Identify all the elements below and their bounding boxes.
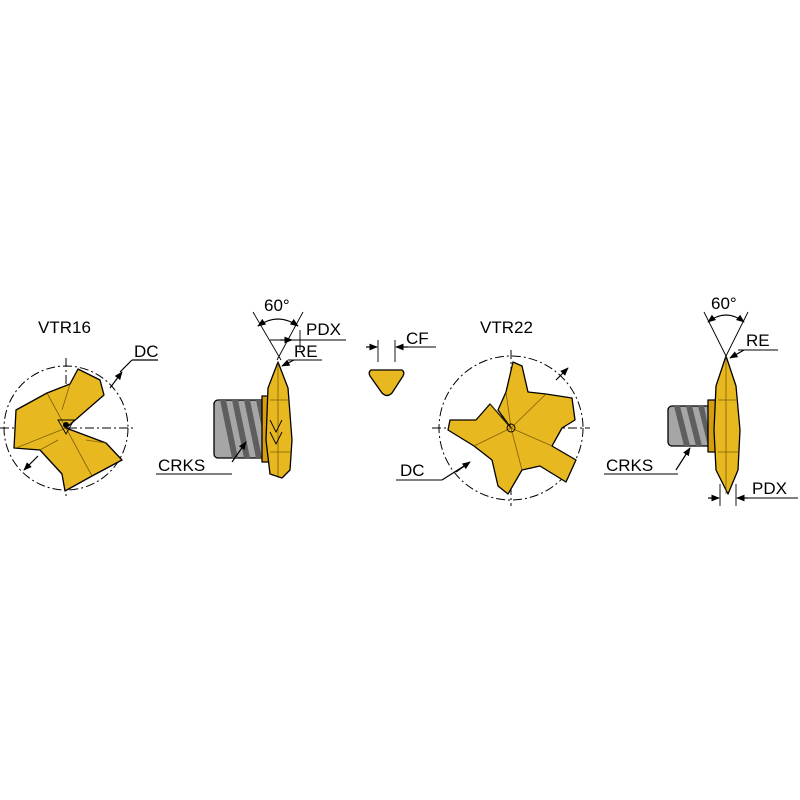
- vtr16-front-view: VTR16 DC: [0, 318, 159, 496]
- vtr16-angle-label: 60°: [264, 296, 290, 315]
- vtr22-re-label: RE: [746, 331, 770, 350]
- vtr22-dc-arrow-top: [555, 367, 569, 381]
- vtr16-re-label: RE: [294, 342, 318, 361]
- vtr16-dc-label: DC: [134, 342, 159, 361]
- vtr16-re-arrow: [281, 359, 295, 367]
- vtr22-re-arrow: [729, 349, 745, 359]
- cf-tip-profile: [368, 369, 405, 397]
- vtr22-facet-lines: [473, 391, 553, 471]
- vtr22-blade-profile: [713, 355, 741, 495]
- vtr22-side-view: 60° RE CRKS PDX: [604, 294, 798, 506]
- vtr22-angle-arc: [707, 314, 745, 323]
- vtr16-model-label: VTR16: [38, 318, 91, 337]
- vtr22-pdx-label: PDX: [752, 479, 787, 498]
- vtr22-model-label: VTR22: [480, 318, 533, 337]
- vtr16-chevron-marks: [269, 419, 283, 446]
- vtr22-front-view: VTR22 DC: [396, 318, 590, 506]
- cf-label: CF: [406, 329, 429, 348]
- vtr22-dc-label: DC: [400, 461, 425, 480]
- vtr16-facet-lines: [15, 383, 107, 477]
- vtr16-dc-leader: [119, 359, 133, 373]
- vtr16-side-view: 60° PDX RE CRKS: [156, 296, 346, 479]
- vtr16-dc-arrow-top: [109, 371, 123, 389]
- vtr22-insert-body: [447, 361, 577, 495]
- vtr16-angle-arc: [257, 318, 299, 327]
- cf-profile-view: CF: [366, 329, 436, 397]
- vtr16-blade-profile: [265, 361, 293, 479]
- vtr16-center-dot: [63, 422, 69, 428]
- vtr22-angle-leg-left: [703, 311, 727, 357]
- vtr22-crks-label: CRKS: [606, 456, 653, 475]
- vtr16-dc-arrow-bottom: [23, 455, 39, 471]
- vtr22-blade-edges: [718, 356, 738, 494]
- vtr22-angle-label: 60°: [711, 294, 737, 313]
- vtr22-dc-arrow-bottom: [455, 461, 471, 473]
- vtr16-blade-edges: [270, 362, 290, 478]
- vtr22-crks-arrow: [675, 447, 691, 471]
- vtr22-center-hole: [506, 423, 516, 433]
- vtr16-crks-label: CRKS: [158, 456, 205, 475]
- vtr22-angle-leg-right: [725, 311, 749, 357]
- vtr16-crks-arrow: [231, 441, 247, 463]
- vtr16-pdx-label: PDX: [306, 320, 341, 339]
- vtr16-center-hole: [57, 419, 75, 435]
- vtr22-thread-pattern: [674, 406, 712, 446]
- vtr16-thread-pattern: [220, 400, 270, 458]
